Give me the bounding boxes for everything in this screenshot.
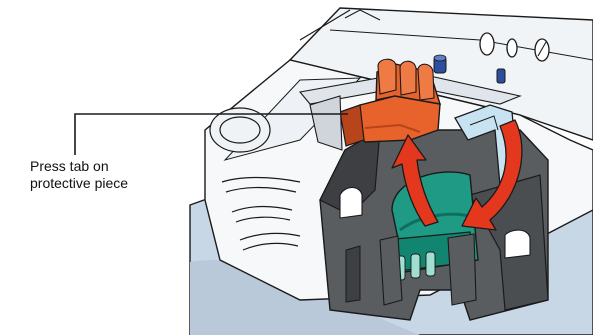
- callout-label: Press tab on protective piece: [30, 158, 180, 192]
- protective-piece: [309, 58, 442, 151]
- callout-line-2: protective piece: [30, 175, 129, 191]
- callout-line-1: Press tab on: [30, 158, 109, 174]
- left-rollers: [209, 107, 301, 251]
- blue-screws: [433, 54, 506, 84]
- ink-cartridge: [379, 171, 479, 306]
- callout-leader-line: [74, 113, 348, 155]
- rotation-arrow: [391, 119, 523, 231]
- top-knobs: [479, 32, 550, 62]
